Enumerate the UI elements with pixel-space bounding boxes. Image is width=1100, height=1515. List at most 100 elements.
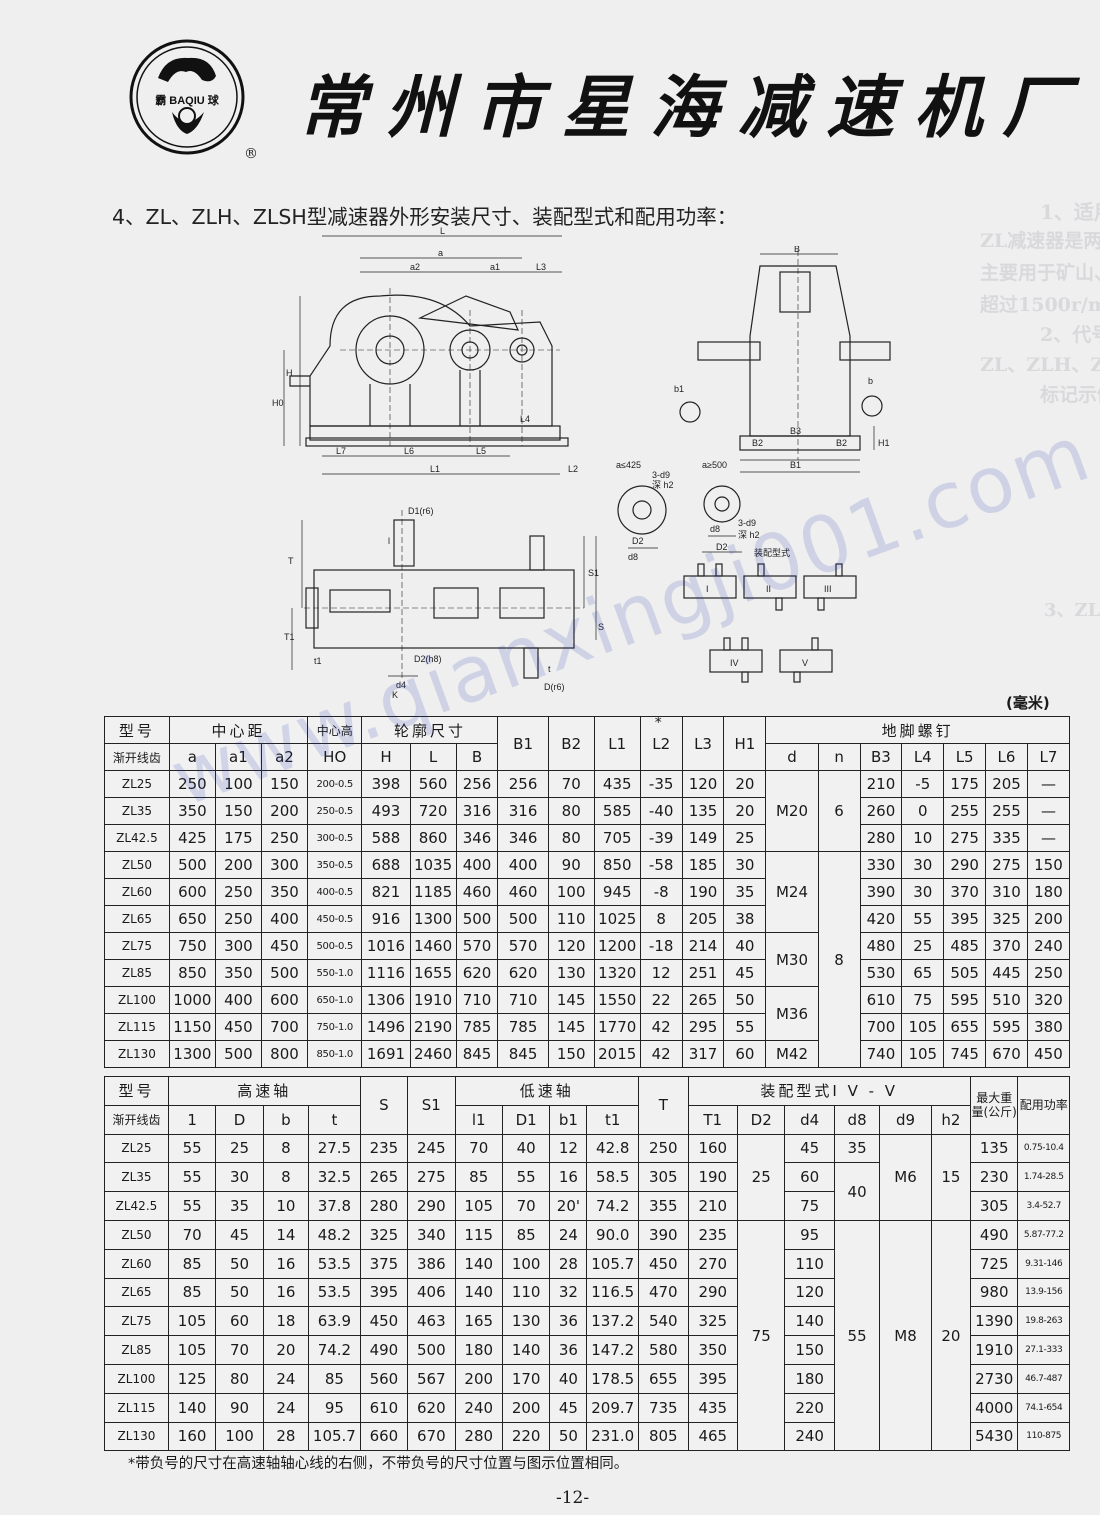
cell-B3: 330 [859,851,903,879]
t1-header-center-height: 中心高 [307,716,363,744]
cell-m: ZL65 [104,1277,169,1308]
cell-b1: 12 [549,1133,588,1164]
cell-max-weight: 305 [969,1191,1019,1221]
cell-D1: 220 [501,1421,551,1452]
cell-l1: 180 [454,1335,503,1365]
cell-a1: 250 [214,905,262,933]
assembly-type-III: III [824,584,832,594]
cell-H: 916 [361,905,411,933]
cell-D1: 70 [501,1191,551,1221]
assembly-type-IV: IV [730,658,739,668]
cell-b1: 36 [549,1335,588,1365]
cell-b: 16 [262,1277,310,1308]
t2-header-max-weight: 最大重量(公斤) [969,1076,1019,1135]
cell-T1: 210 [687,1191,739,1221]
cell-l: 55 [167,1191,217,1221]
cell-m: ZL75 [104,1306,169,1337]
cell-d: M24 [765,851,819,933]
cell-T1: 435 [687,1392,739,1423]
cell-S1: 340 [407,1219,456,1250]
cell-h0: 650-1.0 [307,986,363,1014]
cell-b1: 32 [549,1277,588,1308]
cell-B2: 130 [547,959,595,987]
dim-label-L6: L6 [404,446,414,456]
cell-B1: 785 [497,1013,549,1041]
cell-m: ZL42.5 [104,824,170,852]
cell-D: 50 [215,1277,264,1308]
cell-a1: 400 [214,986,262,1014]
cell-B2: 145 [547,1013,595,1041]
assembly-types-drawing: 装配型式 I II III IV V [680,546,870,686]
ghost-text-line4: 超过1500r/min，齿轮圆周速度不大于18m/s，工作环境温度为-40℃-+… [980,294,1100,316]
cell-L1: 1320 [593,959,641,987]
cell-L7: 180 [1026,878,1071,906]
ghost-text-line5: 2、代号： [1040,324,1100,346]
cell-B1: 400 [497,851,549,879]
t1-header-involute: 渐开线齿 [104,743,170,771]
cell-B3: 210 [859,770,903,798]
cell-a: 500 [168,851,216,879]
shaft-label-d8-a: d8 [628,552,638,562]
cell-S1: 620 [407,1392,456,1423]
dim-label-L2: L2 [568,464,578,474]
cell-H: 588 [361,824,411,852]
cell-L1: 705 [593,824,641,852]
cell-S: 375 [359,1248,409,1279]
shaft-table: 型号 高速轴 S S1 低速轴 T 装配型式I V - V 最大重量(公斤) 配… [104,1076,1070,1452]
cell-T1: 190 [687,1162,739,1193]
cell-a1: 100 [214,770,262,798]
cell-S1: 275 [407,1162,456,1193]
top-view-drawing: D1(r6) l T S1 S T1 t1 D2(h8) d4 D(r6) t … [284,500,614,700]
cell-power: 3.4-52.7 [1017,1191,1070,1221]
cell-l: 105 [167,1306,217,1337]
dim-label-b1: b1 [674,384,684,394]
cell-L2: -8 [639,878,683,906]
shaft-end-drawing: a≤425 3-d9 深 h2 D2 a≥500 d8 3-d9 深 h2 d8… [606,456,786,568]
cell-h2: 20 [930,1219,971,1452]
cell-L6: 445 [985,959,1028,987]
cell-B1: 346 [497,824,549,852]
cell-B3: 530 [859,959,903,987]
cell-a1: 175 [214,824,262,852]
cell-T1: 270 [687,1248,739,1279]
cell-l: 85 [167,1248,217,1279]
cell-B2: 70 [547,770,595,798]
cell-a2: 400 [260,905,309,933]
cell-m: ZL130 [104,1421,169,1452]
cell-a1: 300 [214,932,262,960]
cell-L4: 105 [901,1013,945,1041]
cell-L7: 200 [1026,905,1071,933]
cell-B2: 90 [547,851,595,879]
cell-H: 1496 [361,1013,411,1041]
cell-L1: 1025 [593,905,641,933]
t2-header-S: S [359,1076,409,1135]
cell-t1: 209.7 [586,1392,640,1423]
cell-b1: 28 [549,1248,588,1279]
cell-S: 660 [359,1421,409,1452]
cell-T: 735 [638,1392,689,1423]
cell-d4: 75 [784,1191,835,1221]
cell-t1: 147.2 [586,1335,640,1365]
cell-b: 18 [262,1306,310,1337]
cell-L: 860 [409,824,457,852]
cell-max-weight: 5430 [969,1421,1019,1452]
cell-l: 70 [167,1219,217,1250]
cell-a2: 300 [260,851,309,879]
top-label-T: T [288,556,294,566]
cell-L6: 310 [985,878,1028,906]
cell-B1: 710 [497,986,549,1014]
cell-t1: 105.7 [586,1248,640,1279]
cell-L7: 380 [1026,1013,1071,1041]
cell-S1: 670 [407,1421,456,1452]
cell-S1: 500 [407,1335,456,1365]
cell-h0: 550-1.0 [307,959,363,987]
cell-L4: 30 [901,878,945,906]
cell-B1: 500 [497,905,549,933]
cell-D: 45 [215,1219,264,1250]
cell-L3: 120 [681,770,725,798]
cell-a: 750 [168,932,216,960]
